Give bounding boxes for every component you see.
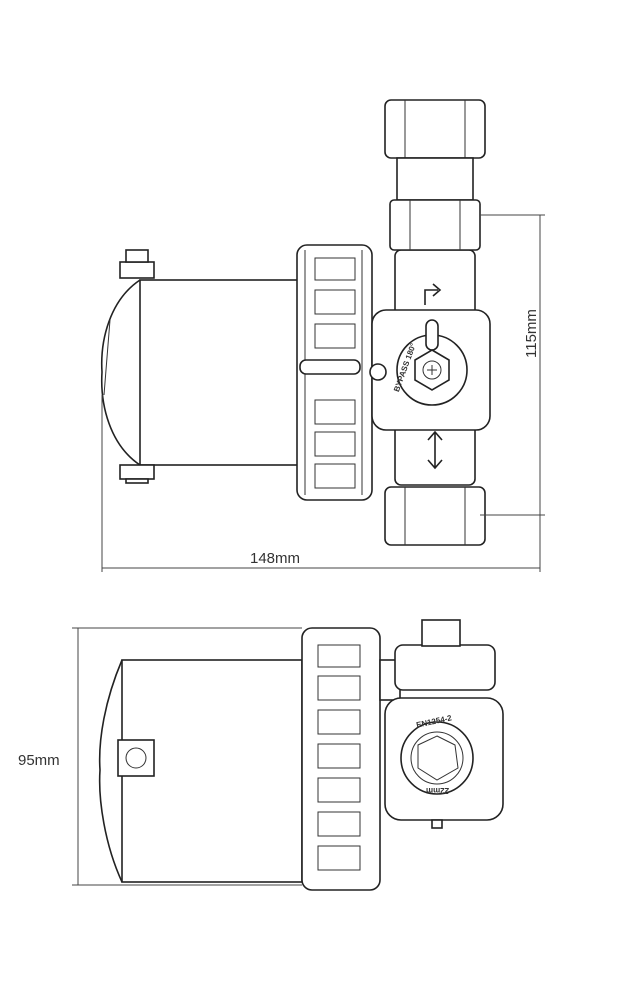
outlet-fitting [400,721,474,795]
side-view [72,619,504,891]
screw-icon [427,365,437,375]
dial-cap[interactable] [421,619,461,647]
end-cap [98,659,123,883]
bottom-bolt-head [125,478,149,484]
top-bolt-head [125,249,149,263]
end-cap [100,279,141,466]
filter-body [139,279,301,466]
end-plug [117,739,155,777]
dial-handle[interactable] [425,319,439,351]
drain-tab [431,819,443,829]
clip [299,359,361,375]
top-view [100,99,545,572]
pipe-size-marking: 22mm [426,786,450,795]
top-fitting [396,157,474,201]
valve-top [394,644,496,691]
side-height-dimension-label: 95mm [18,752,60,769]
collar-ribs [304,250,363,495]
width-dimension-label: 148mm [250,550,301,567]
top-bolt [119,261,155,279]
bottom-nut [384,486,486,546]
hex-fitting [389,199,481,251]
height-dimension-label: 115mm [523,309,540,358]
flow-arrow-icon [424,283,442,305]
bottom-bolt [119,464,155,480]
flow-arrow-icon [427,430,443,470]
side-screw [369,363,387,381]
top-nut [384,99,486,159]
